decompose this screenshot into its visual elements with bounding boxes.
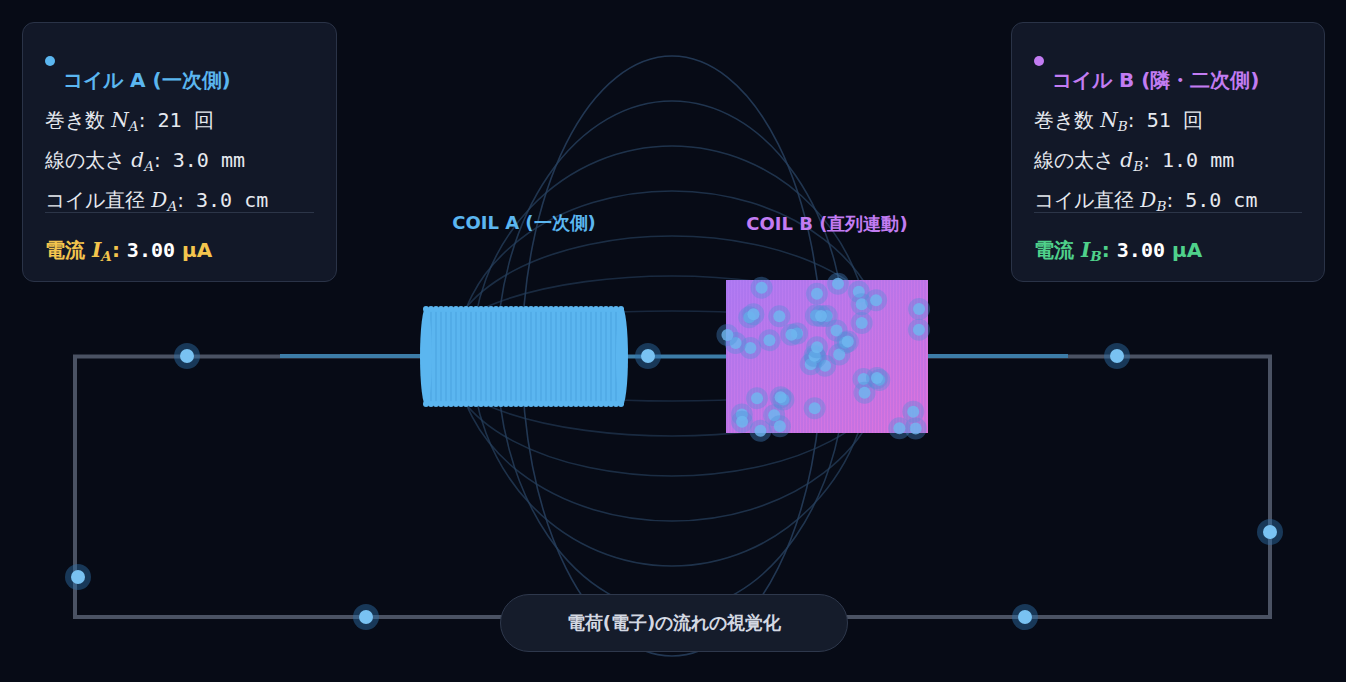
coil-body [726, 280, 928, 433]
parameter: コイル直径 DB: 5.0 cm [1034, 187, 1257, 214]
parameter: 線の太さ dA: 3.0 mm [45, 147, 245, 174]
coil-label: COIL A (一次側) [452, 211, 596, 235]
parameter: コイル直径 DA: 3.0 cm [45, 187, 268, 214]
coil-body [420, 305, 628, 408]
bullet [45, 56, 55, 66]
info-panel: コイル A (一次側) 巻き数 NA: 21 回線の太さ dA: 3.0 mm コイ… [22, 22, 337, 282]
parameter: 巻き数 NB: 51 回 [1034, 107, 1203, 134]
divider [45, 212, 314, 213]
panel-heading: コイル A (一次側) [63, 67, 231, 94]
parameter: 巻き数 NA: 21 回 [45, 107, 214, 134]
current-value: 電流 IB: 3.00 μA [1034, 237, 1202, 264]
electron [1257, 519, 1283, 545]
electron-particles [65, 343, 1283, 630]
panel-heading: コイル B (隣・二次側) [1052, 67, 1259, 94]
coil-b: COIL B (直列連動) [726, 280, 928, 433]
wire-highlight [928, 354, 1068, 358]
caption: 電荷(電子)の流れの視覚化 [567, 611, 781, 635]
electron [635, 343, 661, 369]
field-line [457, 191, 887, 521]
info-panel: コイル B (隣・二次側) 巻き数 NB: 51 回線の太さ dB: 1.0 mm… [1011, 22, 1325, 282]
electron [1104, 343, 1130, 369]
divider [1034, 212, 1302, 213]
current-value: 電流 IA: 3.00 μA [45, 237, 212, 264]
caption-pill: 電荷(電子)の流れの視覚化 [500, 594, 848, 652]
parameter: 線の太さ dB: 1.0 mm [1034, 147, 1234, 174]
wire [75, 357, 1270, 618]
coil-label: COIL B (直列連動) [746, 212, 907, 236]
electron [1012, 604, 1038, 630]
wire-highlight [280, 354, 420, 358]
coil-a: COIL A (一次側) [420, 305, 628, 408]
electron [65, 564, 91, 590]
wire-highlight [280, 356, 1068, 357]
bullet [1034, 56, 1044, 66]
electron [174, 343, 200, 369]
electron [353, 604, 379, 630]
